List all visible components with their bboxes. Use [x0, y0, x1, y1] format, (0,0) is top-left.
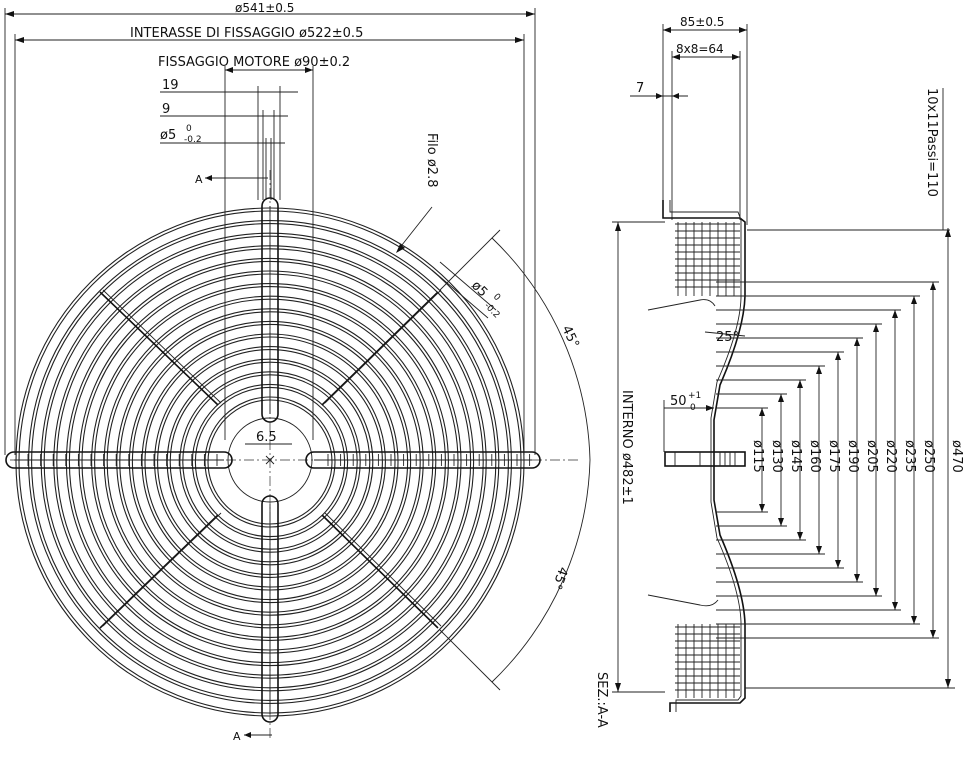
ring-diameter-label: ø130 [769, 440, 784, 473]
angle-25-leader [704, 331, 746, 337]
angle-upper-label: 45° [558, 323, 581, 350]
hub-tol-upper: +1 [688, 391, 701, 401]
section-marker-top-label: A [195, 173, 203, 186]
motor-mount-label: FISSAGGIO MOTORE ø90±0.2 [158, 55, 350, 70]
hub-depth-label: 50 [670, 394, 687, 409]
dim-7-dimension [630, 93, 688, 99]
angle-lower-label: 45° [548, 565, 570, 592]
diagonal-spoke [321, 514, 439, 629]
guard-profile [662, 200, 746, 712]
hub-block [664, 451, 746, 467]
angle-arc-upper [491, 237, 591, 461]
ring-diameter-label: ø205 [864, 440, 879, 473]
section-marker-bottom-label: A [233, 730, 241, 743]
wire-leader [397, 206, 433, 251]
angle-ray-upper [439, 229, 501, 291]
mounting-distance-label: INTERASSE DI FISSAGGIO ø522±0.5 [130, 26, 363, 41]
ring-pitch-label: 8x8=64 [676, 42, 724, 56]
ring-diameter-dimensions: ø115 ø130 ø145 ø160 ø175 ø190 ø205 ø220 ø235 ø250 [716, 281, 939, 639]
side-hole-leader-b [439, 261, 497, 311]
axial-pitch-label: 10x11Passi=110 [924, 88, 939, 197]
outer-diameter-dimension [745, 228, 955, 689]
center-mark [265, 455, 275, 465]
ring-diameter-label: ø160 [807, 440, 822, 473]
side-hole-tol-upper: 0 [491, 292, 502, 303]
overall-diameter-label: ø541±0.5 [235, 1, 294, 15]
angle-ray-lower [439, 629, 501, 691]
section-marker-bottom [244, 732, 272, 738]
ring-diameter-label: ø175 [826, 440, 841, 473]
hub-block-detail [674, 452, 736, 466]
section-marker-top [205, 175, 268, 181]
ring-diameter-label: ø190 [845, 440, 860, 473]
break-line-upper [647, 299, 716, 311]
support-spokes [5, 197, 541, 723]
side-hole-leader-a [431, 269, 489, 319]
spoke-bar [261, 495, 279, 723]
section-label: SEZ.:A-A [594, 672, 609, 728]
spoke-bar [261, 197, 279, 423]
diagonal-spoke [99, 291, 219, 406]
front-view: ø541±0.5 INTERASSE DI FISSAGGIO ø522±0.5… [4, 1, 591, 743]
side-hole-label: ø5 [468, 278, 490, 300]
ring-diameter-label: ø220 [883, 440, 898, 473]
ring-pitch-dimension [671, 51, 741, 220]
inner-diameter-dimension [612, 221, 665, 693]
hole-tol-upper: 0 [186, 124, 192, 134]
angle-25-label: 25° [716, 330, 739, 345]
wire-label: Filo ø2.8 [424, 133, 439, 187]
spoke-bar [5, 451, 233, 469]
section-view: 85±0.5 8x8=64 7 [594, 15, 964, 728]
hole-tol-lower: -0.2 [184, 135, 202, 145]
hole-diameter-label: ø5 [160, 128, 176, 143]
depth-dimension [662, 24, 748, 225]
dim-7-label: 7 [636, 81, 644, 96]
break-line-lower [647, 594, 719, 607]
slot-dimensions [160, 86, 298, 200]
overall-diameter-dimension [4, 8, 536, 455]
inner-diameter-label: INTERNO ø482±1 [619, 390, 634, 505]
axial-pitch-dimension [747, 88, 950, 231]
ring-diameter-label: ø235 [902, 440, 917, 473]
dim-19-label: 19 [162, 78, 179, 93]
hub-tol-lower: 0 [690, 403, 696, 413]
ring-diameter-label: ø145 [788, 440, 803, 473]
angle-arc-lower [491, 459, 591, 683]
ring-diameter-label: ø115 [750, 440, 765, 473]
mounting-distance-dimension [14, 34, 525, 455]
section-wire-ribs [675, 222, 740, 698]
outer-diameter-label: ø470 [949, 440, 964, 473]
diagonal-spoke [99, 514, 219, 629]
center-width-label: 6.5 [256, 430, 277, 445]
side-hole-tol-lower: -0.2 [482, 301, 501, 320]
depth-label: 85±0.5 [680, 15, 724, 29]
dim-9-label: 9 [162, 102, 170, 117]
diagonal-spoke [321, 291, 439, 406]
spoke-bar [305, 451, 541, 469]
ring-diameter-label: ø250 [921, 440, 936, 473]
motor-mount-dimension [224, 66, 314, 440]
